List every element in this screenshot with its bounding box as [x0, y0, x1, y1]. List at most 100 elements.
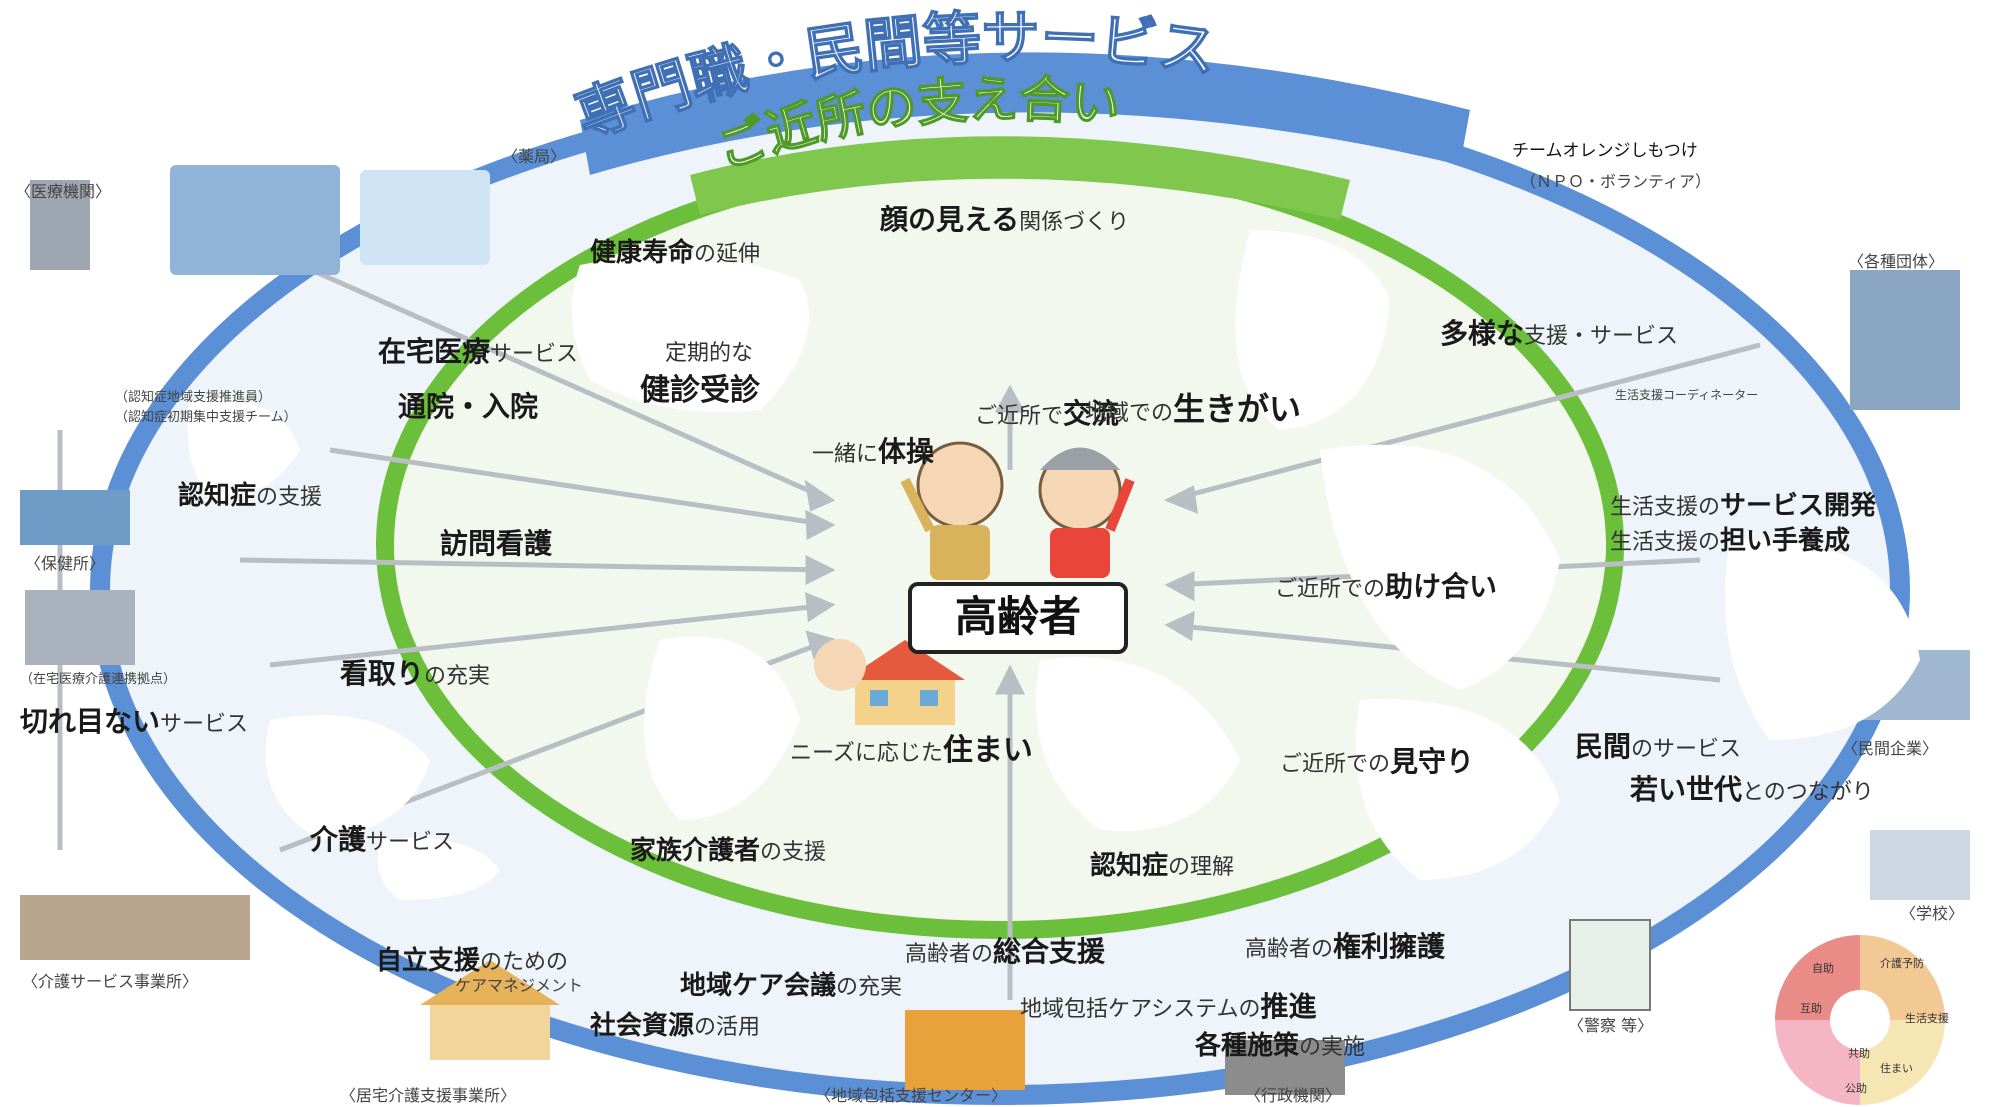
outer-title-band: [580, 52, 1470, 175]
org-houkatsu: 〈地域包括支援センター〉: [815, 1086, 1008, 1105]
item-kireme-strong: 切れ目ない: [20, 705, 161, 738]
org-kaigo-jigyosho: 〈介護サービス事業所〉: [22, 972, 199, 991]
org-zaitaku-renkei: （在宅医療介護連携拠点）: [20, 672, 177, 687]
item-ninchi-shien-strong: 認知症: [178, 481, 257, 511]
item-shakai: 社会資源の活用: [590, 1005, 760, 1042]
item-ikigai-pre: 地域での: [1085, 401, 1174, 426]
item-zaitaku-strong: 在宅医療: [378, 335, 491, 368]
item-kenri-pre: 高齢者の: [1245, 937, 1334, 962]
org-hokenjo: 〈保健所〉: [25, 554, 106, 573]
item-sumai-strong: 住まい: [942, 733, 1033, 768]
item-zaitaku: 在宅医療サービス: [378, 330, 578, 370]
item-kazoku: 家族介護者の支援: [630, 830, 826, 867]
item-mitori: 看取りの充実: [340, 652, 490, 692]
item-wakai-rest: とのつながり: [1742, 780, 1874, 805]
item-tasuke-strong: 助け合い: [1385, 570, 1498, 603]
item-caremanage: ケアマネジメント: [455, 976, 584, 995]
item-kaihatsu-pre: 生活支援の: [1610, 495, 1721, 520]
item-wakai: 若い世代とのつながり: [1630, 768, 1874, 808]
pie-label-jijo: 自助: [1812, 962, 1834, 975]
item-taiso: 一緒に体操: [812, 430, 934, 470]
item-jiritsu-strong: 自立支援: [376, 946, 481, 976]
item-sumai: ニーズに応じた住まい: [790, 725, 1033, 769]
item-mimamori: ご近所での見守り: [1280, 740, 1474, 780]
item-kenri-strong: 権利擁護: [1333, 930, 1446, 963]
item-kaihatsu-strong: サービス開発: [1720, 491, 1877, 521]
item-ninaite-strong: 担い手養成: [1720, 526, 1851, 556]
item-chiikicare-strong: 地域ケア会議: [680, 971, 837, 1001]
org-yakkyoku: 〈薬局〉: [502, 147, 567, 166]
item-ninchi-rikai-rest: の理解: [1168, 855, 1235, 880]
item-taiso-strong: 体操: [878, 435, 935, 468]
item-tayo-rest: 支援・サービス: [1524, 324, 1679, 349]
item-mitori-rest: の充実: [424, 664, 491, 689]
item-kenri: 高齢者の権利擁護: [1245, 925, 1445, 965]
org-coordinator: 生活支援コーディネーター: [1615, 388, 1759, 402]
org-gakko: 〈学校〉: [1900, 904, 1965, 923]
item-ninchi-rikai: 認知症の理解: [1090, 845, 1234, 882]
item-suishin-strong: 推進: [1260, 990, 1317, 1023]
item-kaigo-strong: 介護: [310, 823, 367, 856]
pie-label-seikatsu: 生活支援: [1905, 1012, 1949, 1025]
org-ninchi-suishin: （認知症地域支援推進員）: [115, 390, 272, 405]
item-homon: 訪問看護: [440, 527, 553, 560]
item-suishin-pre: 地域包括ケアシステムの: [1020, 997, 1261, 1022]
org-kakushu-dantai: 〈各種団体〉: [1848, 252, 1945, 271]
pie-label-yobo: 介護予防: [1880, 957, 1924, 970]
item-jiritsu-rest: のための: [480, 950, 569, 975]
item-koryu-strong: 交流: [1063, 397, 1120, 430]
item-kao-strong: 顔の見える: [880, 203, 1020, 236]
item-ikigai: 地域での生きがい: [1085, 384, 1301, 430]
item-koryu-pre: ご近所で: [975, 404, 1064, 429]
item-tayo-strong: 多様な: [1440, 317, 1525, 350]
org-kyotaku: 〈居宅介護支援事業所〉: [340, 1086, 517, 1105]
item-kireme: 切れ目ないサービス: [20, 700, 248, 740]
item-kaihatsu: 生活支援のサービス開発: [1610, 485, 1876, 522]
item-shakai-rest: の活用: [694, 1015, 761, 1040]
item-shakai-strong: 社会資源: [590, 1011, 695, 1041]
item-tasuke-pre: ご近所での: [1275, 577, 1386, 602]
pie-label-sumai: 住まい: [1880, 1062, 1913, 1075]
item-kakushu-rest: の実施: [1299, 1035, 1366, 1060]
inner-title-band: [690, 136, 1350, 220]
org-npo: （ＮＰＯ・ボランティア）: [1520, 172, 1712, 191]
org-gyosei: 〈行政機関〉: [1245, 1086, 1342, 1105]
item-kao: 顔の見える関係づくり: [880, 198, 1129, 238]
house-illustration: [814, 639, 965, 725]
item-mimamori-strong: 見守り: [1390, 745, 1475, 778]
org-team-orange: チームオレンジしもつけ: [1512, 141, 1698, 161]
item-wakai-strong: 若い世代: [1630, 773, 1743, 806]
item-kazoku-strong: 家族介護者: [630, 836, 761, 866]
item-ninchi-shien: 認知症の支援: [178, 475, 322, 512]
item-tayo: 多様な支援・サービス: [1440, 312, 1678, 352]
item-mimamori-pre: ご近所での: [1280, 752, 1391, 777]
erased-areas: [187, 230, 1920, 900]
item-minkan-strong: 民間: [1575, 730, 1632, 763]
item-kenko: 健康寿命の延伸: [590, 232, 760, 269]
item-kakushu-strong: 各種施策: [1195, 1031, 1300, 1061]
item-koryu: ご近所で交流: [975, 392, 1119, 432]
item-tasuke: ご近所での助け合い: [1275, 565, 1497, 605]
item-minkan-rest: のサービス: [1631, 737, 1742, 762]
item-sogo: 高齢者の総合支援: [905, 930, 1105, 970]
item-ikigai-strong: 生きがい: [1173, 390, 1302, 428]
pie-label-kyojo: 共助: [1848, 1047, 1870, 1060]
org-shoki-shuchu: （認知症初期集中支援チーム）: [115, 410, 297, 425]
item-kaigo: 介護サービス: [310, 818, 454, 858]
item-teiki: 定期的な: [665, 341, 754, 366]
item-jiritsu: 自立支援のための: [376, 940, 568, 977]
seniors-illustration: [900, 441, 1135, 580]
item-taiso-pre: 一緒に: [812, 442, 879, 467]
item-ninaite: 生活支援の担い手養成: [1610, 520, 1850, 557]
pie-label-kojo: 公助: [1845, 1082, 1867, 1095]
item-chiikicare: 地域ケア会議の充実: [680, 965, 902, 1002]
org-minkan-kigyo: 〈民間企業〉: [1842, 739, 1939, 758]
item-sogo-pre: 高齢者の: [905, 942, 994, 967]
item-mitori-strong: 看取り: [340, 657, 425, 690]
item-kenko-strong: 健康寿命: [590, 238, 695, 268]
item-kireme-rest: サービス: [160, 712, 249, 737]
item-chiikicare-rest: の充実: [836, 975, 903, 1000]
pie-label-gojo: 互助: [1800, 1002, 1822, 1015]
item-kenshin: 健診受診: [640, 373, 760, 408]
